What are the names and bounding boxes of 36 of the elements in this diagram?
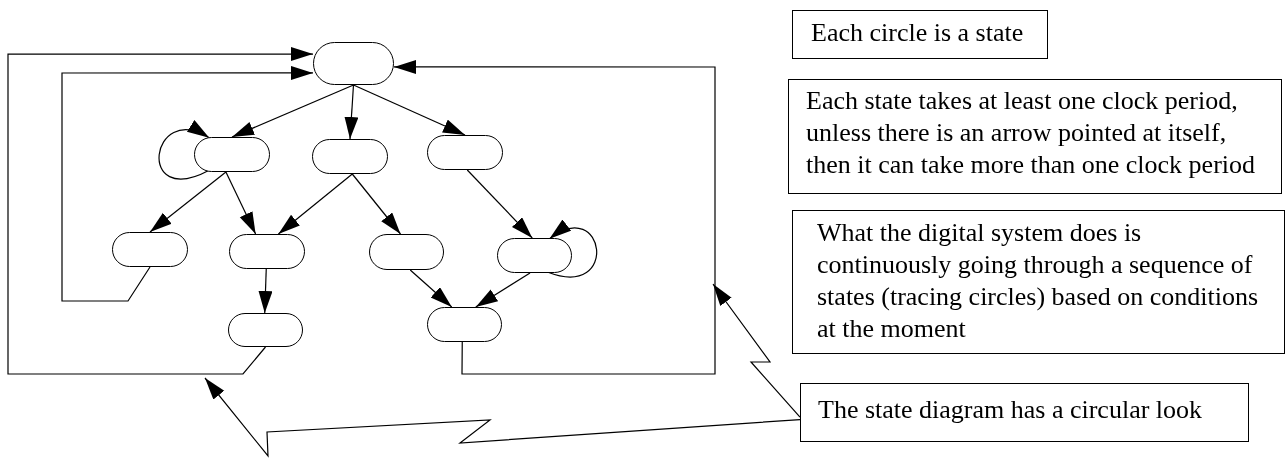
state-node [112, 232, 188, 267]
arrow [225, 171, 257, 235]
state-node [369, 234, 444, 270]
arrow [393, 59, 716, 375]
note-text: Each circle is a state [811, 17, 1025, 49]
self-loop-arrow [547, 221, 598, 278]
leader-line [712, 283, 801, 418]
arrow [149, 171, 227, 233]
self-loop-arrow [158, 122, 210, 180]
state-node [229, 234, 305, 269]
arrow [466, 169, 533, 239]
arrow [7, 47, 314, 375]
note-box [788, 79, 1282, 194]
state-node [194, 137, 270, 172]
note-box [800, 383, 1249, 442]
arrow [61, 65, 314, 302]
note-text: Each state takes at least one clock period, unless there is an arrow pointed at itself, then it can take more than one clock period [806, 85, 1257, 181]
arrow [277, 173, 353, 235]
arrow [231, 84, 355, 138]
note-box [792, 10, 1048, 59]
arrow [258, 268, 273, 314]
arrow [475, 272, 531, 308]
state-node [312, 139, 388, 174]
note-text: The state diagram has a circular look [818, 394, 1204, 426]
state-node [497, 238, 572, 273]
state-node [427, 135, 503, 170]
arrow [352, 84, 466, 136]
leader-line [204, 377, 801, 458]
arrow [344, 84, 359, 140]
note-text: What the digital system does is continuously going through a sequence of states (tracing circles) based on conditions at the moment [817, 217, 1260, 345]
state-node [427, 307, 502, 342]
arrow [351, 173, 402, 235]
state-node [228, 313, 303, 347]
note-box [792, 210, 1285, 354]
arrow [409, 269, 453, 308]
state-node [313, 42, 394, 85]
